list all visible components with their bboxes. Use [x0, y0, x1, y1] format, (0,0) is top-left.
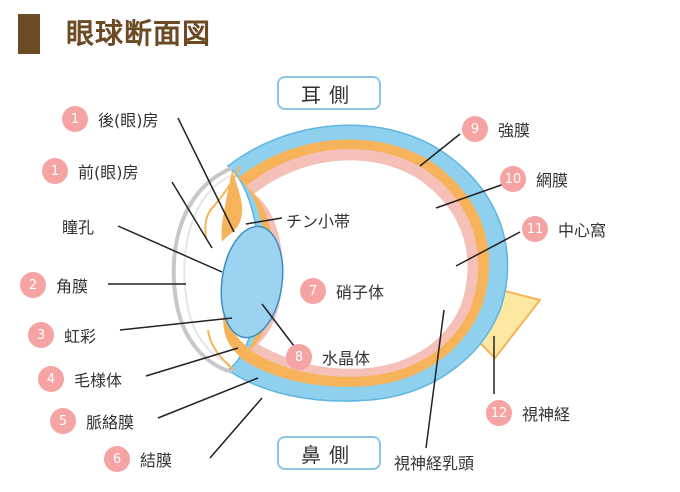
badge: 3: [28, 322, 54, 348]
label-text: 強膜: [498, 121, 531, 140]
vitreous-body: [254, 160, 468, 369]
leader-fovea: [455, 231, 521, 267]
label-text: 視神経: [522, 405, 571, 424]
leader-iris: [119, 317, 233, 331]
leader-ciliary-body: [145, 347, 239, 377]
leader-conjunctiva: [209, 397, 263, 459]
label-text: 硝子体: [336, 283, 385, 302]
label-anterior-chamber: 1 前(眼)房: [42, 156, 139, 186]
badge: 2: [20, 272, 46, 298]
label-retina: 10 網膜: [500, 164, 568, 194]
title-accent-bar: [18, 14, 40, 54]
badge: 4: [38, 366, 64, 392]
leader-optic-disc: [425, 309, 445, 449]
leader-anterior-chamber: [171, 181, 213, 249]
badge: 5: [50, 408, 76, 434]
label-text: 網膜: [536, 171, 569, 190]
leader-posterior-chamber: [177, 117, 235, 233]
badge: 12: [486, 400, 512, 426]
label-text: 後(眼)房: [98, 111, 159, 130]
label-text: 毛様体: [74, 371, 123, 390]
leader-lens: [261, 303, 295, 347]
label-sclera: 9 強膜: [462, 114, 530, 144]
page-title: 眼球断面図: [66, 17, 212, 50]
label-text: 脈絡膜: [86, 413, 135, 432]
side-label-top: 耳側: [277, 76, 381, 110]
leader-choroid: [157, 377, 259, 419]
label-lens: 8 水晶体: [286, 342, 370, 372]
badge: 7: [300, 278, 326, 304]
conjunctiva-lower: [207, 329, 235, 371]
label-text: 虹彩: [64, 327, 97, 346]
label-iris: 3 虹彩: [28, 320, 96, 350]
badge: 11: [522, 216, 548, 242]
label-conjunctiva: 6 結膜: [104, 444, 172, 474]
badge: 1: [42, 158, 68, 184]
leader-pupil: [117, 225, 223, 273]
cornea-inner: [183, 175, 231, 365]
label-ciliary-body: 4 毛様体: [38, 364, 122, 394]
badge: 6: [104, 446, 130, 472]
badge: 8: [286, 344, 312, 370]
label-text: 前(眼)房: [78, 163, 139, 182]
label-fovea: 11 中心窩: [522, 214, 606, 244]
badge: 1: [62, 106, 88, 132]
leader-sclera: [419, 133, 461, 167]
label-text: 角膜: [56, 277, 89, 296]
label-text: 水晶体: [322, 349, 371, 368]
label-text: 中心窩: [558, 221, 607, 240]
label-posterior-chamber: 1 後(眼)房: [62, 104, 159, 134]
leader-zonule: [245, 217, 283, 225]
label-choroid: 5 脈絡膜: [50, 406, 134, 436]
label-optic-nerve: 12 視神経: [486, 398, 570, 428]
leader-retina: [435, 183, 505, 209]
side-label-bottom: 鼻側: [277, 436, 381, 470]
badge: 10: [500, 166, 526, 192]
leader-lines: [108, 117, 521, 459]
conjunctiva-upper: [204, 165, 241, 239]
label-zonule: チン小帯: [286, 212, 351, 231]
badge: 9: [462, 116, 488, 142]
label-vitreous: 7 硝子体: [300, 276, 384, 306]
label-cornea: 2 角膜: [20, 270, 88, 300]
label-pupil: 瞳孔: [62, 218, 95, 237]
label-text: 結膜: [140, 451, 173, 470]
cornea: [171, 166, 233, 374]
label-optic-disc: 視神経乳頭: [394, 454, 475, 473]
ciliary-body-top: [221, 170, 243, 242]
